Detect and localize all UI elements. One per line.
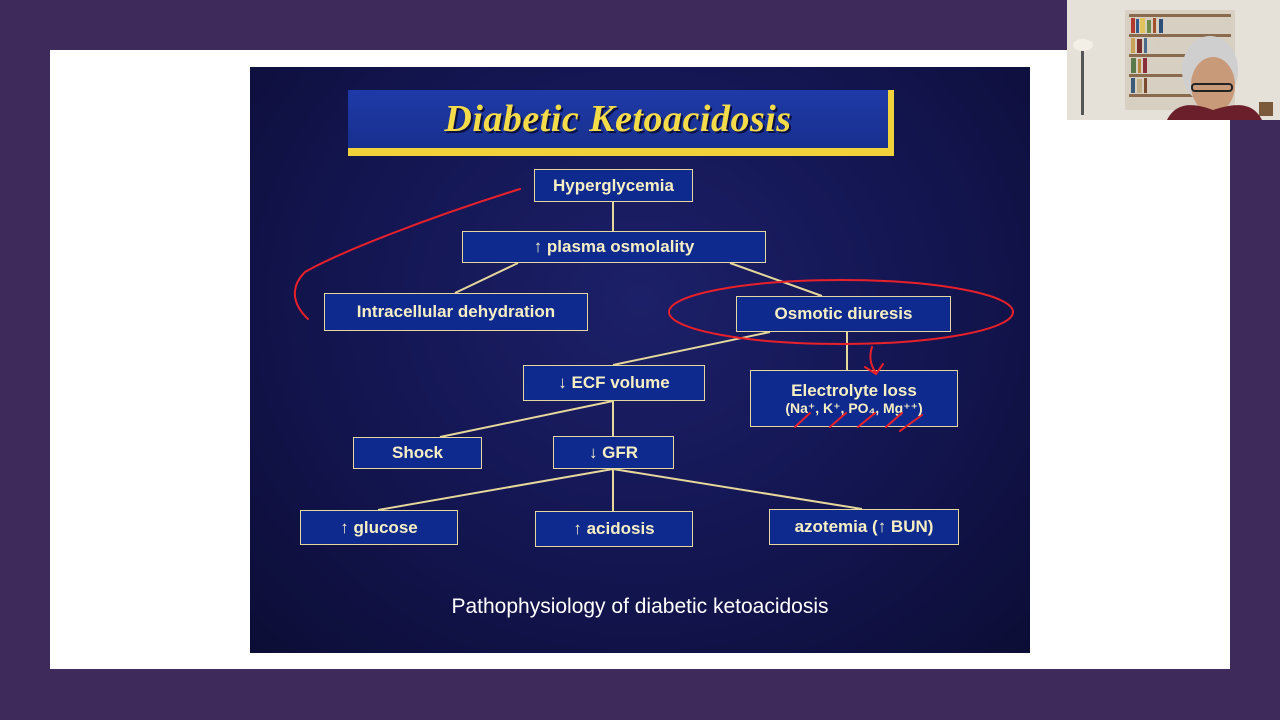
electrolyte-list: (Na⁺, K⁺, PO₄, Mg⁺⁺) [785, 400, 923, 417]
annotation-ticks [794, 412, 923, 432]
node-plasma-osmolality: ↑ plasma osmolality [462, 231, 766, 263]
connector-gfr-glucose [377, 468, 614, 511]
electrolyte-loss-label: Electrolyte loss [791, 380, 917, 400]
webcam-feed [1067, 0, 1280, 120]
glasses-icon [1191, 83, 1233, 92]
pen-annotations [293, 188, 1014, 432]
slide-caption: Pathophysiology of diabetic ketoacidosis [451, 595, 829, 618]
participant-video[interactable] [1067, 0, 1280, 120]
slide-title-banner: Diabetic Ketoacidosis [348, 90, 894, 156]
node-glucose: ↑ glucose [300, 510, 458, 545]
annotation-arrow-down [864, 346, 884, 376]
annotation-curve-left [293, 188, 521, 320]
node-azotemia: azotemia (↑ BUN) [769, 509, 959, 545]
connector-ecf-shock [439, 400, 614, 438]
node-electrolyte-loss: Electrolyte loss (Na⁺, K⁺, PO₄, Mg⁺⁺) [750, 370, 958, 427]
node-osmotic-diuresis: Osmotic diuresis [736, 296, 951, 332]
node-ecf-volume: ↓ ECF volume [523, 365, 705, 401]
annotation-circle-osmotic [668, 279, 1014, 345]
connector-osmo-diuresis [729, 262, 823, 297]
connector-osmo-intracellular [454, 262, 519, 294]
node-hyperglycemia: Hyperglycemia [534, 169, 693, 202]
connector-gfr-azotemia [612, 468, 863, 510]
node-gfr: ↓ GFR [553, 436, 674, 469]
node-acidosis: ↑ acidosis [535, 511, 693, 547]
slide-title: Diabetic Ketoacidosis [444, 98, 792, 140]
presentation-slide: Diabetic Ketoacidosis Hyperglycemia ↑ pl… [250, 67, 1030, 653]
node-shock: Shock [353, 437, 482, 469]
floor-lamp [1081, 45, 1084, 115]
node-intracellular-dehydration: Intracellular dehydration [324, 293, 588, 331]
person-shirt [1167, 105, 1262, 120]
